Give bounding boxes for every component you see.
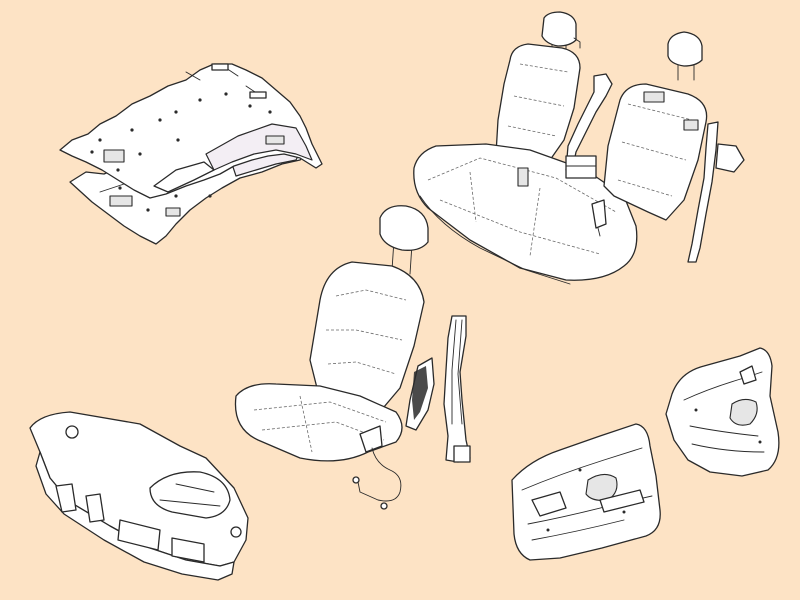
front-seatback xyxy=(309,261,425,415)
front-door-trim xyxy=(511,423,661,561)
front-cushion xyxy=(234,383,403,462)
instrument-panel xyxy=(29,411,249,581)
front-seat-adjuster-harness xyxy=(352,425,402,510)
rear-headrest-right xyxy=(667,31,703,81)
rear-door-trim xyxy=(665,347,780,477)
front-side-airbag xyxy=(405,357,435,431)
front-headrest xyxy=(379,205,429,275)
rear-belt-left xyxy=(565,73,613,179)
headliner-upper xyxy=(59,63,323,199)
rear-seatback-left xyxy=(495,43,581,161)
front-seat-belt xyxy=(443,315,471,463)
rear-center-buckle xyxy=(591,199,607,237)
rear-belt-right xyxy=(687,121,745,263)
rear-seatback-right xyxy=(603,83,708,221)
